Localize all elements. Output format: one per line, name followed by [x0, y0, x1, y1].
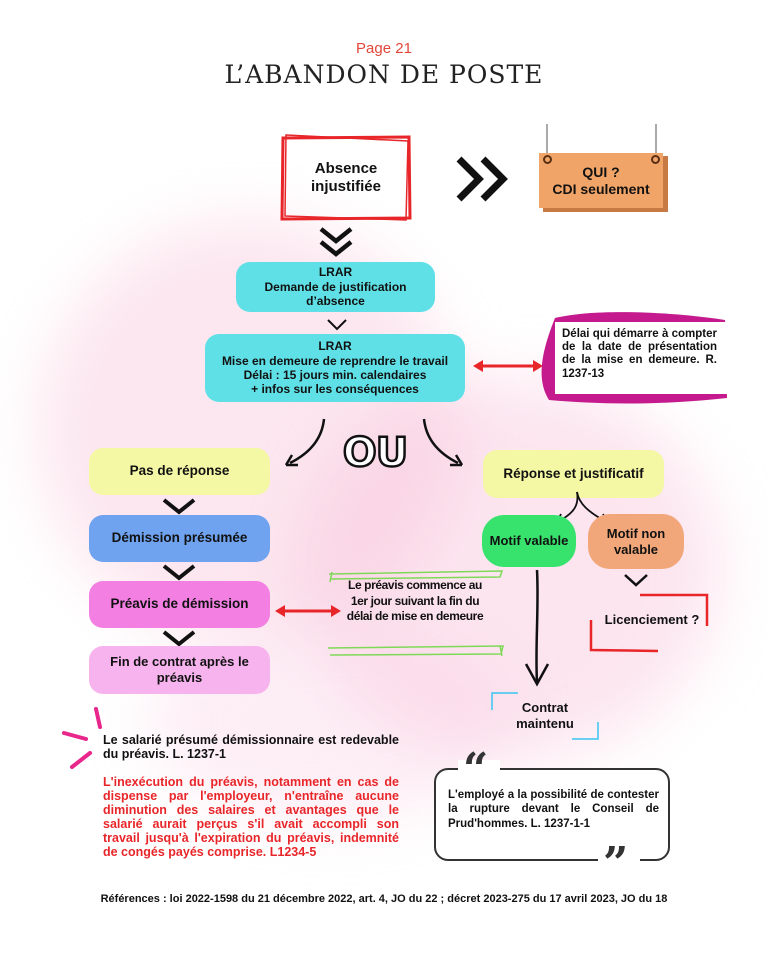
lrar2-line1: Mise en demeure de reprendre le travail [221, 353, 449, 368]
emphasis-strokes-icon [62, 707, 102, 769]
sign-pin-right [651, 155, 660, 164]
page-number: Page 21 [356, 40, 412, 57]
ou-label: OU [342, 429, 410, 478]
delai-note-box [555, 322, 727, 394]
close-quote-mask [598, 852, 640, 868]
preavis-demission: Préavis de démission [89, 581, 270, 628]
lrar1-text: Demande de justification d’absence [264, 279, 407, 309]
references: Références : loi 2022-1598 du 21 décembr… [100, 893, 668, 905]
absence-frame [280, 134, 412, 221]
chevron-down-icon [162, 564, 196, 581]
curved-arrow-right [422, 418, 464, 467]
preavis-note: Le préavis commence au 1er jour suivant … [346, 578, 484, 624]
lrar2-title: LRAR [318, 339, 352, 354]
curved-arrow-left [284, 418, 326, 467]
quote-text: L'employé a la possibilité de contester … [448, 789, 659, 830]
double-arrow-preavis [275, 605, 341, 617]
contrat-frame [491, 692, 599, 740]
double-chevron-right-icon [456, 156, 508, 202]
note-inexecution: L'inexécution du préavis, notamment en c… [103, 775, 399, 859]
qui-label: QUI ? [582, 163, 620, 180]
cdi-label: CDI seulement [552, 180, 650, 197]
chevron-down-icon [162, 498, 196, 515]
motif-non-valable: Motif non valable [588, 514, 684, 569]
licenciement-frame [589, 593, 709, 653]
long-arrow-down [524, 569, 550, 687]
pas-de-reponse: Pas de réponse [89, 448, 270, 495]
lrar-demande: LRAR Demande de justification d’absence [236, 262, 435, 312]
double-arrow-delai [473, 360, 543, 372]
lrar2-line2: Délai : 15 jours min. calendaires [243, 368, 427, 382]
lrar2-line3: + infos sur les conséquences [251, 382, 419, 397]
fin-contrat: Fin de contrat après le préavis [89, 646, 270, 694]
reponse-justificatif: Réponse et justificatif [483, 450, 664, 498]
open-quote-icon: “ [463, 744, 489, 795]
preavis-note-frame [327, 570, 504, 657]
absence-injustifiee: Absence injustifiée [310, 160, 381, 195]
lrar-mise-en-demeure: LRAR Mise en demeure de reprendre le tra… [205, 334, 465, 402]
quote-box [434, 768, 670, 861]
double-chevron-down-icon [319, 227, 353, 257]
note-salarie: Le salarié présumé démissionnaire est re… [103, 733, 399, 762]
open-quote-mask [458, 760, 500, 776]
chevron-down-icon [327, 319, 347, 331]
lrar1-title: LRAR [318, 265, 353, 280]
contrat-maintenu: Contrat maintenu [516, 700, 574, 731]
motif-valable: Motif valable [482, 515, 576, 567]
page-title: L’ABANDON DE POSTE [224, 60, 544, 89]
qui-sign: QUI ? CDI seulement [539, 153, 663, 208]
sign-pin-left [543, 155, 552, 164]
chevron-down-icon [624, 574, 648, 587]
close-quote-icon: ” [603, 838, 629, 889]
demission-presumee: Démission présumée [89, 515, 270, 562]
delai-note: Délai qui démarre à compter de la date d… [562, 328, 717, 380]
chevron-down-icon [162, 630, 196, 647]
bg-watercolor-2 [300, 380, 720, 760]
licenciement: Licenciement ? [604, 612, 700, 628]
